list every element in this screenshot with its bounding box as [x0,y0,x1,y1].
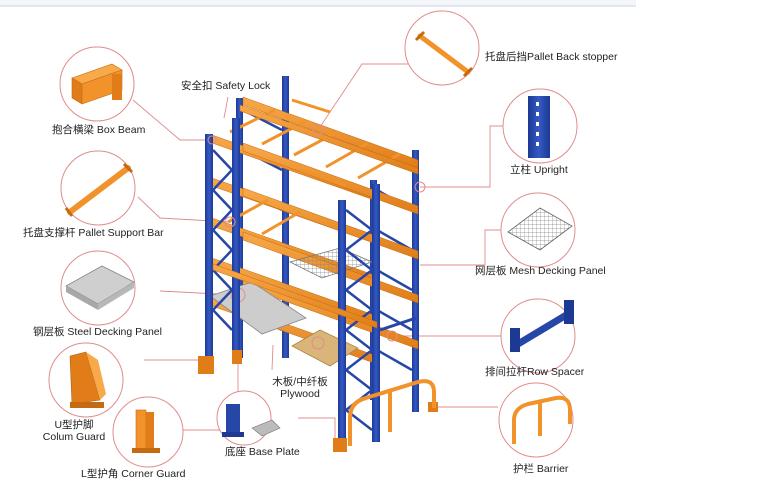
back-stopper-icon [414,30,474,78]
row-spacers [379,316,417,332]
label-barrier: 护栏 Barrier [513,463,569,475]
back-stoppers [291,98,347,188]
label-pallet-support-bar: 托盘支撑杆 Pallet Support Bar [23,227,164,239]
row-spacer-icon [510,300,574,352]
mesh-panel-icon [507,207,573,251]
upright-icon [528,96,550,158]
barrier-icon [512,395,572,444]
corner-guard-icon [132,409,160,453]
colum-guard-icon [69,351,106,408]
rack-structure [198,76,438,452]
front-beams [212,104,419,329]
label-colum-guard-cn: U型护脚 [54,419,94,431]
label-pallet-back-stopper: 托盘后挡Pallet Back stopper [485,51,618,63]
label-base-plate: 底座 Base Plate [225,446,300,458]
label-steel-decking-panel: 钢层板 Steel Decking Panel [33,326,162,338]
steel-panel-icon [65,265,135,310]
box-beam-icon [71,63,123,105]
base-plate-icon [222,404,281,437]
label-safety-lock: 安全扣 Safety Lock [181,80,271,92]
label-plywood-cn: 木板/中纤板 [272,376,328,388]
pallet-support-bar-icon [64,162,134,217]
label-box-beam: 抱合横梁 Box Beam [52,124,146,136]
label-corner-guard: L型护角 Corner Guard [81,468,186,480]
label-colum-guard-en: Colum Guard [42,431,106,443]
label-plywood-en: Plywood [280,388,320,400]
label-mesh-decking-panel: 网层板 Mesh Decking Panel [475,265,606,277]
header-strip [0,0,636,6]
front-uprights [205,118,380,452]
label-row-spacer: 排间拉杆Row Spacer [485,366,585,378]
barrier [348,379,436,446]
label-upright: 立柱 Upright [510,164,568,176]
